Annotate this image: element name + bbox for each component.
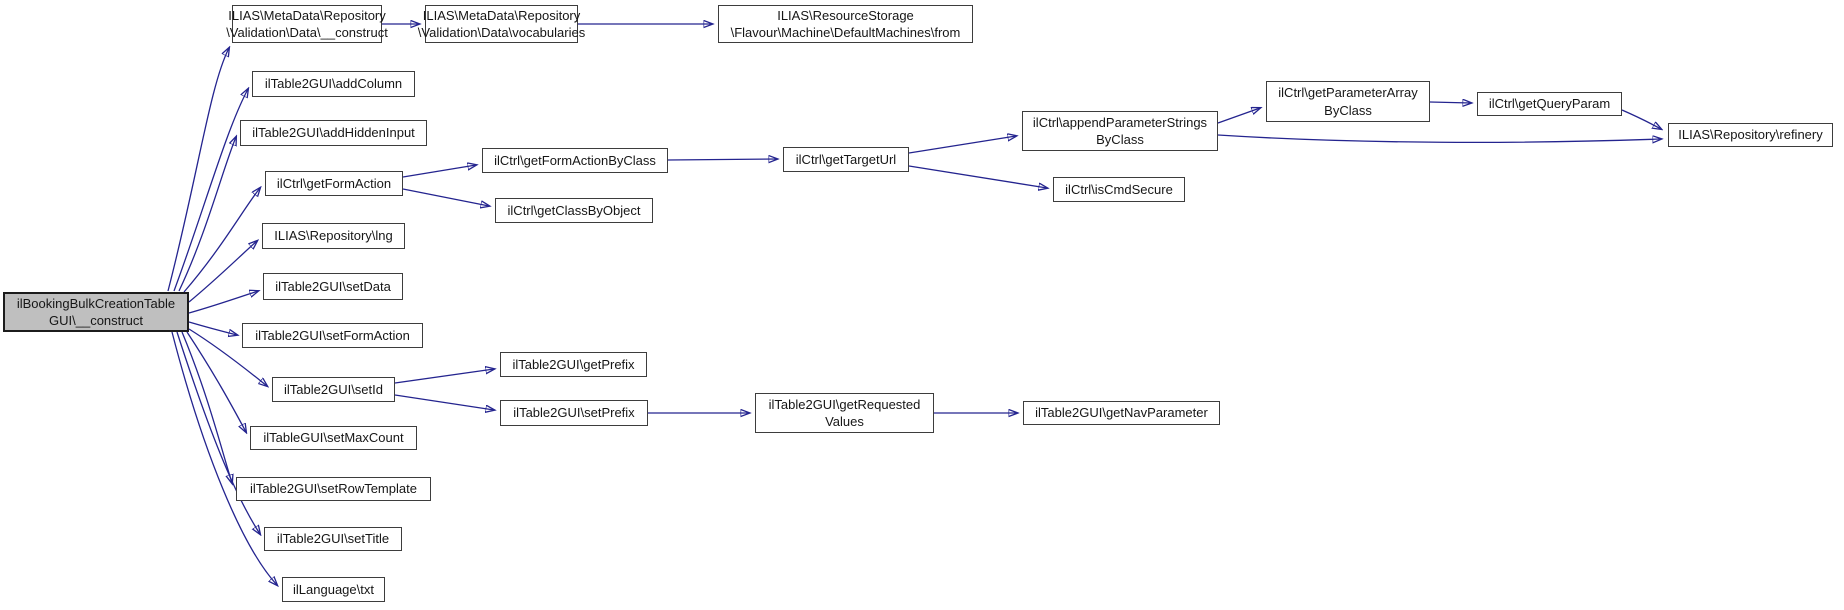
edge	[908, 136, 1016, 154]
edge	[1429, 102, 1471, 103]
edge	[181, 331, 232, 483]
node-get-parameter-array-by-class[interactable]: ilCtrl\getParameterArray ByClass	[1266, 81, 1430, 122]
edge	[394, 369, 494, 384]
node-construct[interactable]: ilBookingBulkCreationTable GUI\__constru…	[3, 292, 189, 332]
node-is-cmd-secure[interactable]: ilCtrl\isCmdSecure	[1053, 177, 1185, 202]
node-lng[interactable]: ILIAS\Repository\lng	[262, 223, 405, 249]
node-get-nav-parameter[interactable]: ilTable2GUI\getNavParameter	[1023, 401, 1220, 425]
node-set-prefix[interactable]: ilTable2GUI\setPrefix	[500, 400, 648, 426]
edge	[188, 241, 257, 303]
edge	[1217, 134, 1661, 142]
edge	[183, 188, 260, 293]
edge	[394, 394, 494, 410]
node-set-id[interactable]: ilTable2GUI\setId	[272, 377, 395, 402]
node-get-target-url[interactable]: ilCtrl\getTargetUrl	[783, 147, 909, 172]
node-set-data[interactable]: ilTable2GUI\setData	[263, 273, 403, 300]
edge	[188, 321, 237, 335]
node-default-machines-from[interactable]: ILIAS\ResourceStorage \Flavour\Machine\D…	[718, 5, 973, 43]
node-add-hidden-input[interactable]: ilTable2GUI\addHiddenInput	[240, 120, 427, 146]
edge	[173, 89, 248, 292]
node-get-prefix[interactable]: ilTable2GUI\getPrefix	[500, 352, 647, 377]
node-set-max-count[interactable]: ilTableGUI\setMaxCount	[250, 426, 417, 450]
node-add-column[interactable]: ilTable2GUI\addColumn	[252, 71, 415, 97]
edge	[178, 137, 236, 292]
edge	[171, 331, 277, 585]
node-set-form-action[interactable]: ilTable2GUI\setFormAction	[242, 323, 423, 348]
edge	[188, 291, 258, 314]
node-get-form-action-by-class[interactable]: ilCtrl\getFormActionByClass	[482, 148, 668, 173]
node-get-form-action[interactable]: ilCtrl\getFormAction	[265, 171, 403, 196]
node-md-data-construct[interactable]: ILIAS\MetaData\Repository \Validation\Da…	[226, 5, 388, 43]
edge	[402, 165, 476, 178]
edge	[176, 331, 260, 534]
edge	[1217, 108, 1260, 124]
edge	[908, 165, 1047, 188]
node-set-title[interactable]: ilTable2GUI\setTitle	[264, 527, 402, 551]
edge	[402, 188, 489, 206]
node-get-class-by-object[interactable]: ilCtrl\getClassByObject	[495, 198, 653, 223]
edge	[186, 331, 246, 432]
node-txt[interactable]: ilLanguage\txt	[282, 577, 385, 602]
node-get-query-param[interactable]: ilCtrl\getQueryParam	[1477, 92, 1622, 116]
node-get-requested-values[interactable]: ilTable2GUI\getRequested Values	[755, 393, 934, 433]
node-append-parameter-strings-by-class[interactable]: ilCtrl\appendParameterStrings ByClass	[1022, 111, 1218, 151]
edge	[167, 48, 229, 292]
node-set-row-template[interactable]: ilTable2GUI\setRowTemplate	[236, 477, 431, 501]
node-refinery[interactable]: ILIAS\Repository\refinery	[1668, 123, 1833, 147]
edge	[1621, 109, 1661, 129]
node-md-data-vocabularies[interactable]: ILIAS\MetaData\Repository \Validation\Da…	[418, 5, 585, 43]
edge	[667, 159, 777, 160]
